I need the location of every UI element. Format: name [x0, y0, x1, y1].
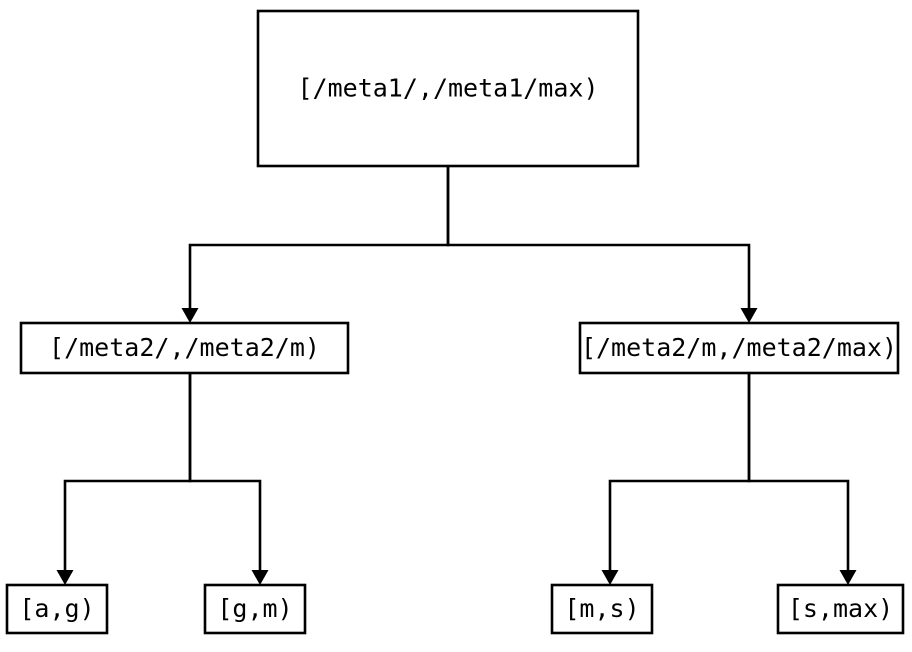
- node-mid-right[interactable]: [/meta2/m,/meta2/max): [578, 321, 900, 375]
- node-root-label: [/meta1/,/meta1/max): [297, 74, 598, 103]
- arrowhead-icon-mid_right: [740, 308, 758, 323]
- edge-mid_right-to-leaf_ms: [608, 373, 751, 570]
- node-leaf-ms[interactable]: [m,s): [550, 583, 654, 635]
- node-leaf-smax-box: [776, 583, 905, 635]
- node-leaf-gm-label: [g,m): [217, 594, 292, 623]
- arrowhead-icon-leaf_ms: [601, 570, 619, 585]
- node-leaf-gm[interactable]: [g,m): [203, 583, 307, 635]
- node-leaf-ag-label: [a,g): [19, 594, 94, 623]
- node-layer: [/meta1/,/meta1/max) [/meta2/,/meta2/m) …: [5, 9, 905, 635]
- node-leaf-ag[interactable]: [a,g): [5, 583, 109, 635]
- arrowhead-icon-mid_left: [181, 308, 199, 323]
- edge-mid_right-to-leaf_smax: [747, 373, 850, 570]
- node-mid-left-label: [/meta2/,/meta2/m): [49, 333, 320, 362]
- node-leaf-ag-box: [5, 583, 109, 635]
- node-root[interactable]: [/meta1/,/meta1/max): [256, 9, 640, 168]
- node-leaf-ms-label: [m,s): [564, 594, 639, 623]
- edge-root-to-mid_right: [446, 166, 751, 308]
- node-mid-left[interactable]: [/meta2/,/meta2/m): [19, 321, 350, 375]
- node-leaf-ms-box: [550, 583, 654, 635]
- arrowhead-icon-leaf_gm: [251, 570, 269, 585]
- node-leaf-gm-box: [203, 583, 307, 635]
- node-root-box: [256, 9, 640, 168]
- node-leaf-smax[interactable]: [s,max): [776, 583, 905, 635]
- edge-root-to-mid_left: [188, 166, 450, 308]
- edge-mid_left-to-leaf_ag: [63, 373, 192, 570]
- node-mid-left-box: [19, 321, 350, 375]
- arrowhead-icon-leaf_smax: [839, 570, 857, 585]
- node-mid-right-box: [578, 321, 900, 375]
- edge-mid_left-to-leaf_gm: [188, 373, 262, 570]
- edge-layer: [56, 166, 857, 585]
- arrowhead-icon-leaf_ag: [56, 570, 74, 585]
- node-leaf-smax-label: [s,max): [788, 594, 893, 623]
- node-mid-right-label: [/meta2/m,/meta2/max): [581, 333, 897, 362]
